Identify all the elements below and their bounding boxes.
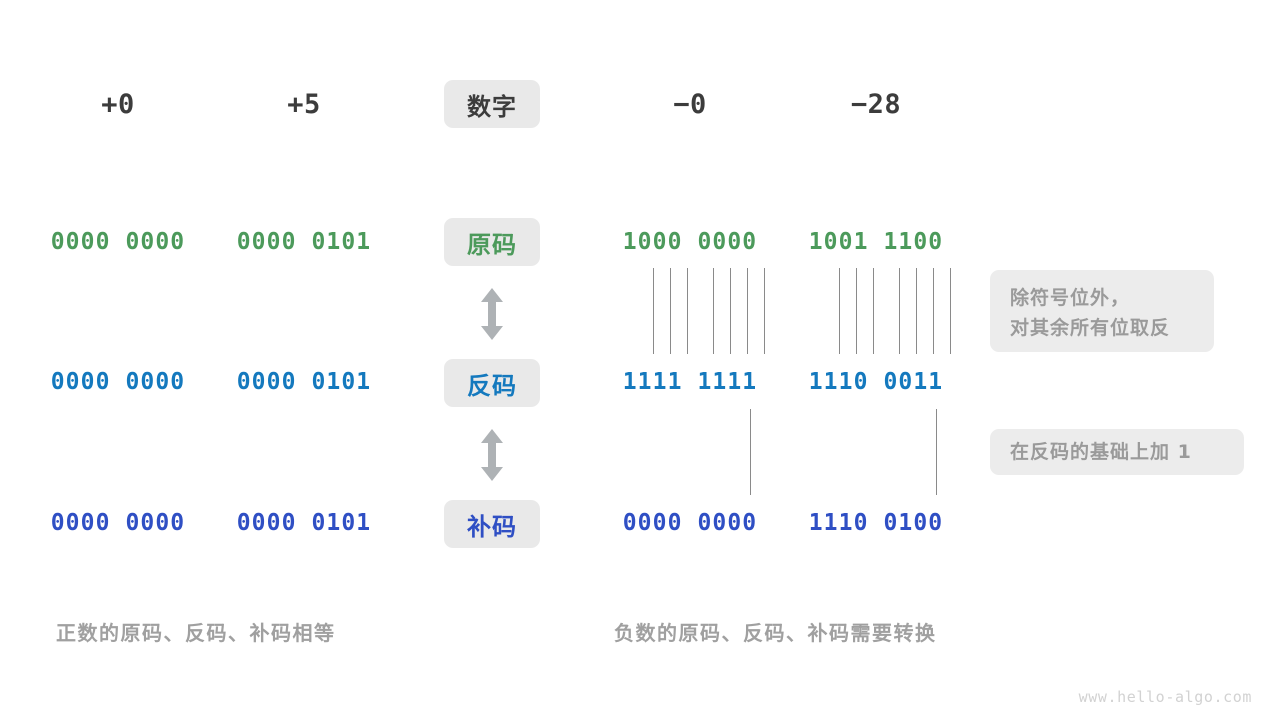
- value-true-form-neg-28: 1001 1100: [808, 229, 944, 255]
- connector-line-invert-negzero-bit8: [764, 268, 765, 354]
- annotation-invert-note: 除符号位外， 对其余所有位取反: [990, 270, 1214, 352]
- connector-line-invert-neg28-bit8: [950, 268, 951, 354]
- connector-line-invert-neg28-bit5: [899, 268, 900, 354]
- connector-line-invert-negzero-bit2: [653, 268, 654, 354]
- row-badge-number: 数字: [444, 80, 540, 128]
- caption-positive: 正数的原码、反码、补码相等: [56, 621, 336, 645]
- value-twos-complement-pos-zero: 0000 0000: [50, 510, 186, 536]
- connector-line-invert-neg28-bit4: [873, 268, 874, 354]
- connector-line-addone-neg28-lsb: [936, 409, 937, 495]
- column-header-pos-zero: +0: [101, 88, 135, 120]
- value-ones-complement-pos-zero: 0000 0000: [50, 369, 186, 395]
- annotation-add-one-note-line1: 在反码的基础上加 1: [1010, 441, 1192, 463]
- value-twos-complement-pos-five: 0000 0101: [236, 510, 372, 536]
- connector-line-invert-neg28-bit3: [856, 268, 857, 354]
- value-ones-complement-neg-zero: 1111 1111: [622, 369, 758, 395]
- value-ones-complement-neg-28: 1110 0011: [808, 369, 944, 395]
- value-true-form-neg-zero: 1000 0000: [622, 229, 758, 255]
- value-ones-complement-pos-five: 0000 0101: [236, 369, 372, 395]
- column-header-pos-five: +5: [287, 88, 321, 120]
- connector-line-invert-negzero-bit3: [670, 268, 671, 354]
- row-badge-twos-complement: 补码: [444, 500, 540, 548]
- annotation-invert-note-line1: 除符号位外，: [1010, 287, 1131, 309]
- column-header-neg-28: −28: [850, 88, 902, 120]
- connector-line-invert-negzero-bit6: [730, 268, 731, 354]
- annotation-add-one-note: 在反码的基础上加 1: [990, 429, 1244, 475]
- value-true-form-pos-five: 0000 0101: [236, 229, 372, 255]
- value-twos-complement-neg-28: 1110 0100: [808, 510, 944, 536]
- connector-line-invert-negzero-bit4: [687, 268, 688, 354]
- connector-line-invert-neg28-bit6: [916, 268, 917, 354]
- connector-line-invert-neg28-bit2: [839, 268, 840, 354]
- double-arrow-icon-ones-to-twos: [479, 429, 505, 481]
- value-twos-complement-neg-zero: 0000 0000: [622, 510, 758, 536]
- caption-negative: 负数的原码、反码、补码需要转换: [614, 621, 937, 645]
- connector-line-addone-negzero-lsb: [750, 409, 751, 495]
- column-header-neg-zero: −0: [673, 88, 707, 120]
- annotation-invert-note-line2: 对其余所有位取反: [1010, 317, 1171, 339]
- connector-line-invert-neg28-bit7: [933, 268, 934, 354]
- connector-line-invert-negzero-bit7: [747, 268, 748, 354]
- watermark: www.hello-algo.com: [1078, 688, 1252, 706]
- double-arrow-icon-true-to-ones: [479, 288, 505, 340]
- row-badge-true-form: 原码: [444, 218, 540, 266]
- value-true-form-pos-zero: 0000 0000: [50, 229, 186, 255]
- row-badge-ones-complement: 反码: [444, 359, 540, 407]
- connector-line-invert-negzero-bit5: [713, 268, 714, 354]
